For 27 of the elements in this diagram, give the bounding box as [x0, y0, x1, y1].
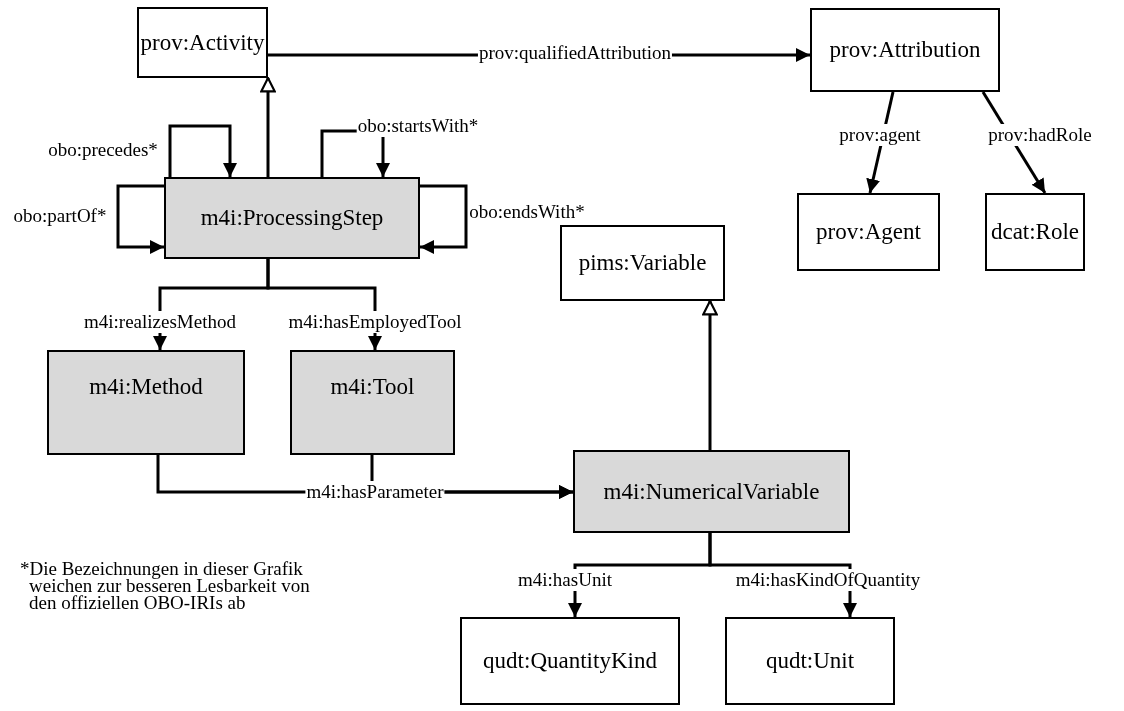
class-box: prov:Attribution	[810, 8, 1000, 92]
edge-label: m4i:realizesMethod	[83, 311, 237, 333]
class-box: m4i:NumericalVariable	[573, 450, 850, 533]
edge-label: prov:agent	[838, 124, 922, 146]
arrow	[420, 184, 468, 254]
arrow	[116, 184, 164, 254]
arrow	[266, 259, 382, 350]
footnote: *Die Bezeichnungen in dieser Grafik weichen zur besseren Lesbarkeit von den offiziellen OBO-IRIs ab	[20, 560, 311, 611]
class-box: prov:Agent	[797, 193, 940, 271]
edge-label: prov:hadRole	[987, 124, 1093, 146]
edge-label: obo:partOf*	[12, 205, 108, 227]
class-box: m4i:Method	[47, 350, 245, 455]
generalization-arrow	[260, 76, 276, 177]
edge-label: m4i:hasKindOfQuantity	[734, 569, 922, 591]
class-box: qudt:Unit	[725, 617, 895, 705]
arrow	[708, 533, 857, 617]
edge-label: prov:qualifiedAttribution	[477, 42, 673, 64]
class-box: m4i:ProcessingStep	[164, 177, 420, 259]
edge-label: m4i:hasUnit	[517, 569, 613, 591]
edge-label: m4i:hasEmployedTool	[287, 311, 463, 333]
class-box: m4i:Tool	[290, 350, 455, 455]
class-box: prov:Activity	[137, 7, 268, 78]
class-box: qudt:QuantityKind	[460, 617, 680, 705]
arrow	[168, 124, 237, 177]
generalization-arrow	[702, 299, 718, 450]
class-box: dcat:Role	[985, 193, 1085, 271]
class-box: pims:Variable	[560, 225, 725, 301]
